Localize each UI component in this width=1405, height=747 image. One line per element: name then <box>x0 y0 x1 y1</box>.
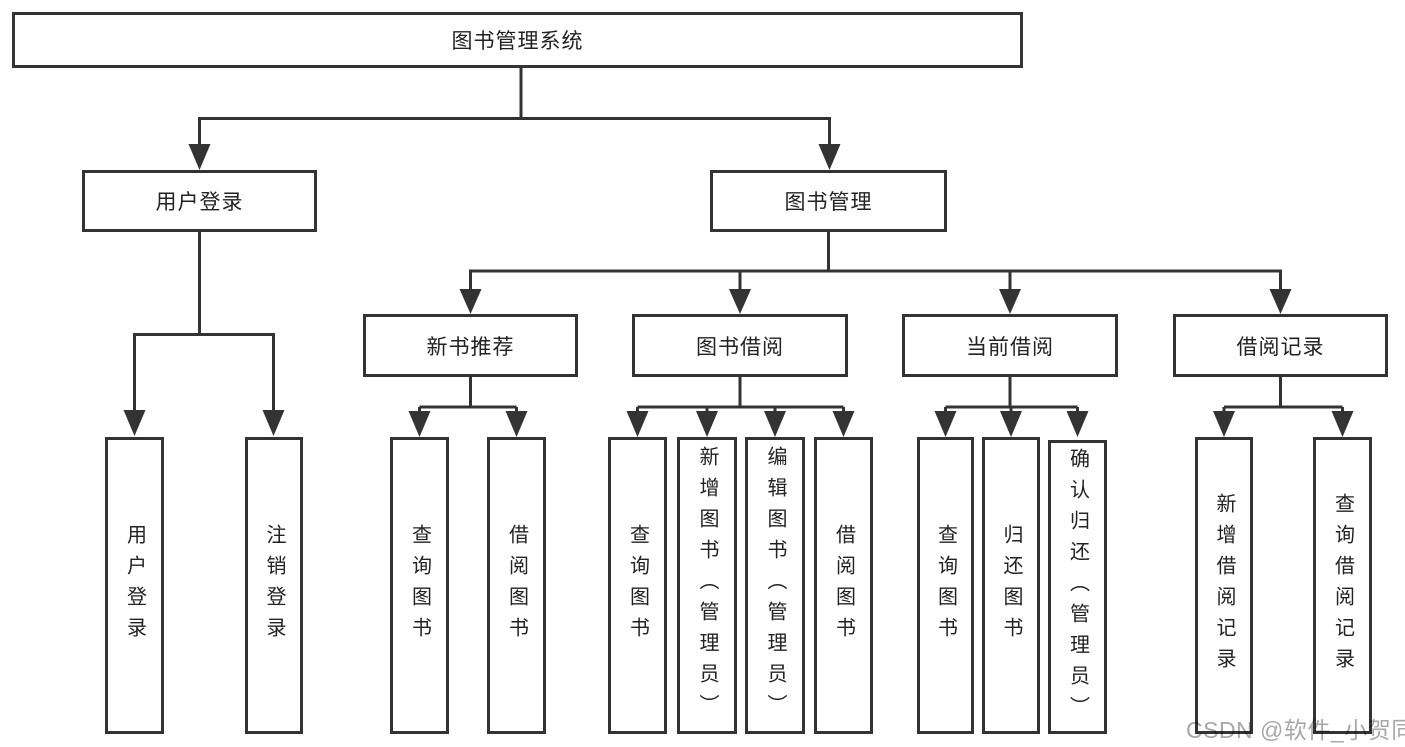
leaf-records-query-record-label: 查询借阅记录 <box>1331 492 1354 679</box>
node-root: 图书管理系统 <box>12 12 1023 68</box>
node-book-borrow-label: 图书借阅 <box>696 335 784 359</box>
node-root-label: 图书管理系统 <box>451 30 584 53</box>
leaf-current-return-books-label: 归还图书 <box>1000 523 1022 648</box>
node-user-login-label: 用户登录 <box>155 191 244 214</box>
watermark: CSDN @软件_小贺同学 <box>1186 717 1405 743</box>
leaf-user-login-label: 用户登录 <box>123 523 146 648</box>
leaf-borrow-edit-books-admin-label: 编辑图书（管理员） <box>764 446 786 725</box>
leaf-records-add-record-label: 新增借阅记录 <box>1213 492 1235 679</box>
node-book-mgmt: 图书管理 <box>710 170 947 232</box>
node-user-login: 用户登录 <box>82 170 317 232</box>
leaf-current-query-books-label: 查询图书 <box>934 523 957 648</box>
leaf-current-query-books: 查询图书 <box>917 437 974 734</box>
leaf-newbooks-query-books: 查询图书 <box>390 437 449 734</box>
node-book-mgmt-label: 图书管理 <box>784 191 873 214</box>
node-borrow-records-label: 借阅记录 <box>1236 335 1325 359</box>
leaf-logout: 注销登录 <box>245 437 303 734</box>
node-current-borrow-label: 当前借阅 <box>966 335 1054 359</box>
node-new-books: 新书推荐 <box>363 314 578 377</box>
leaf-current-confirm-return-admin-label: 确认归还（管理员） <box>1066 447 1089 727</box>
leaf-logout-label: 注销登录 <box>263 523 285 648</box>
leaf-records-add-record: 新增借阅记录 <box>1195 437 1253 734</box>
node-borrow-records: 借阅记录 <box>1173 314 1388 377</box>
leaf-newbooks-query-books-label: 查询图书 <box>408 523 431 648</box>
leaf-borrow-add-books-admin: 新增图书（管理员） <box>677 437 737 734</box>
leaf-current-return-books: 归还图书 <box>982 437 1040 734</box>
leaf-borrow-borrow-books-label: 借阅图书 <box>832 523 855 648</box>
leaf-newbooks-borrow-books-label: 借阅图书 <box>505 523 528 648</box>
leaf-borrow-query-books: 查询图书 <box>608 437 667 734</box>
node-new-books-label: 新书推荐 <box>426 335 515 359</box>
leaf-borrow-edit-books-admin: 编辑图书（管理员） <box>745 437 805 734</box>
leaf-borrow-borrow-books: 借阅图书 <box>814 437 873 734</box>
leaf-current-confirm-return-admin: 确认归还（管理员） <box>1048 440 1107 734</box>
node-current-borrow: 当前借阅 <box>902 314 1118 377</box>
leaf-newbooks-borrow-books: 借阅图书 <box>487 437 546 734</box>
node-book-borrow: 图书借阅 <box>632 314 848 377</box>
leaf-user-login: 用户登录 <box>105 437 164 734</box>
leaf-records-query-record: 查询借阅记录 <box>1313 437 1372 734</box>
leaf-borrow-query-books-label: 查询图书 <box>626 523 649 648</box>
leaf-borrow-add-books-admin-label: 新增图书（管理员） <box>696 446 718 725</box>
